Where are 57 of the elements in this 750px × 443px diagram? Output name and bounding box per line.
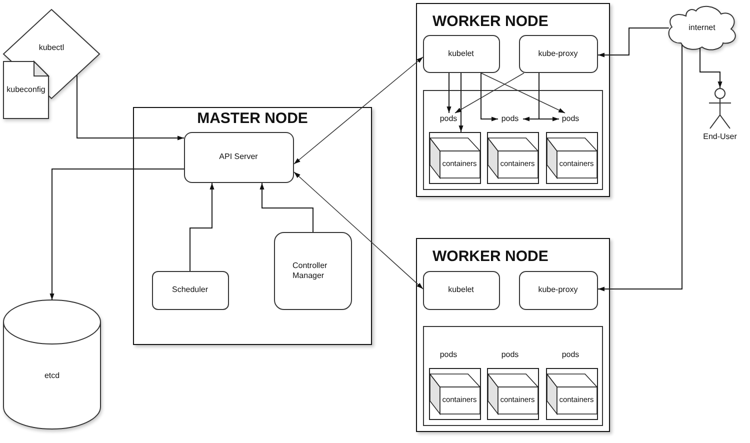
arrow xyxy=(76,74,184,140)
panel-title: MASTER NODE xyxy=(197,110,308,128)
container-box xyxy=(428,368,480,420)
node-label: Scheduler xyxy=(172,285,208,295)
double-arrow xyxy=(294,56,424,164)
component-box xyxy=(518,270,598,310)
component-box xyxy=(152,270,228,310)
arrow xyxy=(480,72,498,122)
config-document xyxy=(3,61,49,119)
arrow xyxy=(50,168,184,300)
arrow xyxy=(598,44,682,292)
pod-label: pods xyxy=(498,112,522,124)
node-label: kubeconfig xyxy=(6,85,46,95)
double-arrow xyxy=(294,172,424,290)
runtime-panel xyxy=(422,326,602,426)
runtime-panel xyxy=(422,90,602,190)
container-box xyxy=(546,132,598,184)
database-cylinder xyxy=(3,300,101,429)
node-label: etcd xyxy=(44,370,60,380)
arrow xyxy=(700,48,722,88)
arrow xyxy=(538,72,560,122)
pod-label: pods xyxy=(558,348,582,360)
node-label: kube-proxy xyxy=(538,48,578,58)
container-box xyxy=(428,132,480,184)
pod-label: pods xyxy=(558,112,582,124)
component-box xyxy=(422,270,500,310)
node-label: kubelet xyxy=(448,48,474,58)
panel-title: WORKER NODE xyxy=(432,248,548,266)
node-label: kubelet xyxy=(448,285,474,295)
arrow xyxy=(480,72,566,114)
node-label: kubectl xyxy=(38,42,64,53)
arrow xyxy=(454,72,524,114)
component-box xyxy=(274,232,352,310)
container-box xyxy=(546,368,598,420)
node-label: API Server xyxy=(219,152,258,162)
cluster-node-panel xyxy=(133,107,372,345)
container-box xyxy=(486,132,538,184)
container-box xyxy=(486,368,538,420)
node-label: internet xyxy=(688,23,716,33)
cluster-node-panel xyxy=(416,3,610,197)
pod-label: pods xyxy=(438,348,458,360)
arrow xyxy=(190,182,214,272)
arrow xyxy=(260,182,314,232)
arrow xyxy=(446,72,452,114)
component-box xyxy=(518,34,598,72)
component-box xyxy=(184,132,294,182)
node-label: kube-proxy xyxy=(538,285,578,295)
pod-label: pods xyxy=(438,112,458,124)
panel-title: WORKER NODE xyxy=(432,12,548,30)
node-label: Controller Manager xyxy=(292,260,328,280)
arrow xyxy=(598,28,670,58)
component-box xyxy=(422,34,500,72)
node-label: End-User xyxy=(703,132,737,142)
arrow xyxy=(458,72,464,132)
cluster-node-panel xyxy=(416,238,610,432)
pod-label: pods xyxy=(498,348,522,360)
network-cloud xyxy=(666,5,738,51)
